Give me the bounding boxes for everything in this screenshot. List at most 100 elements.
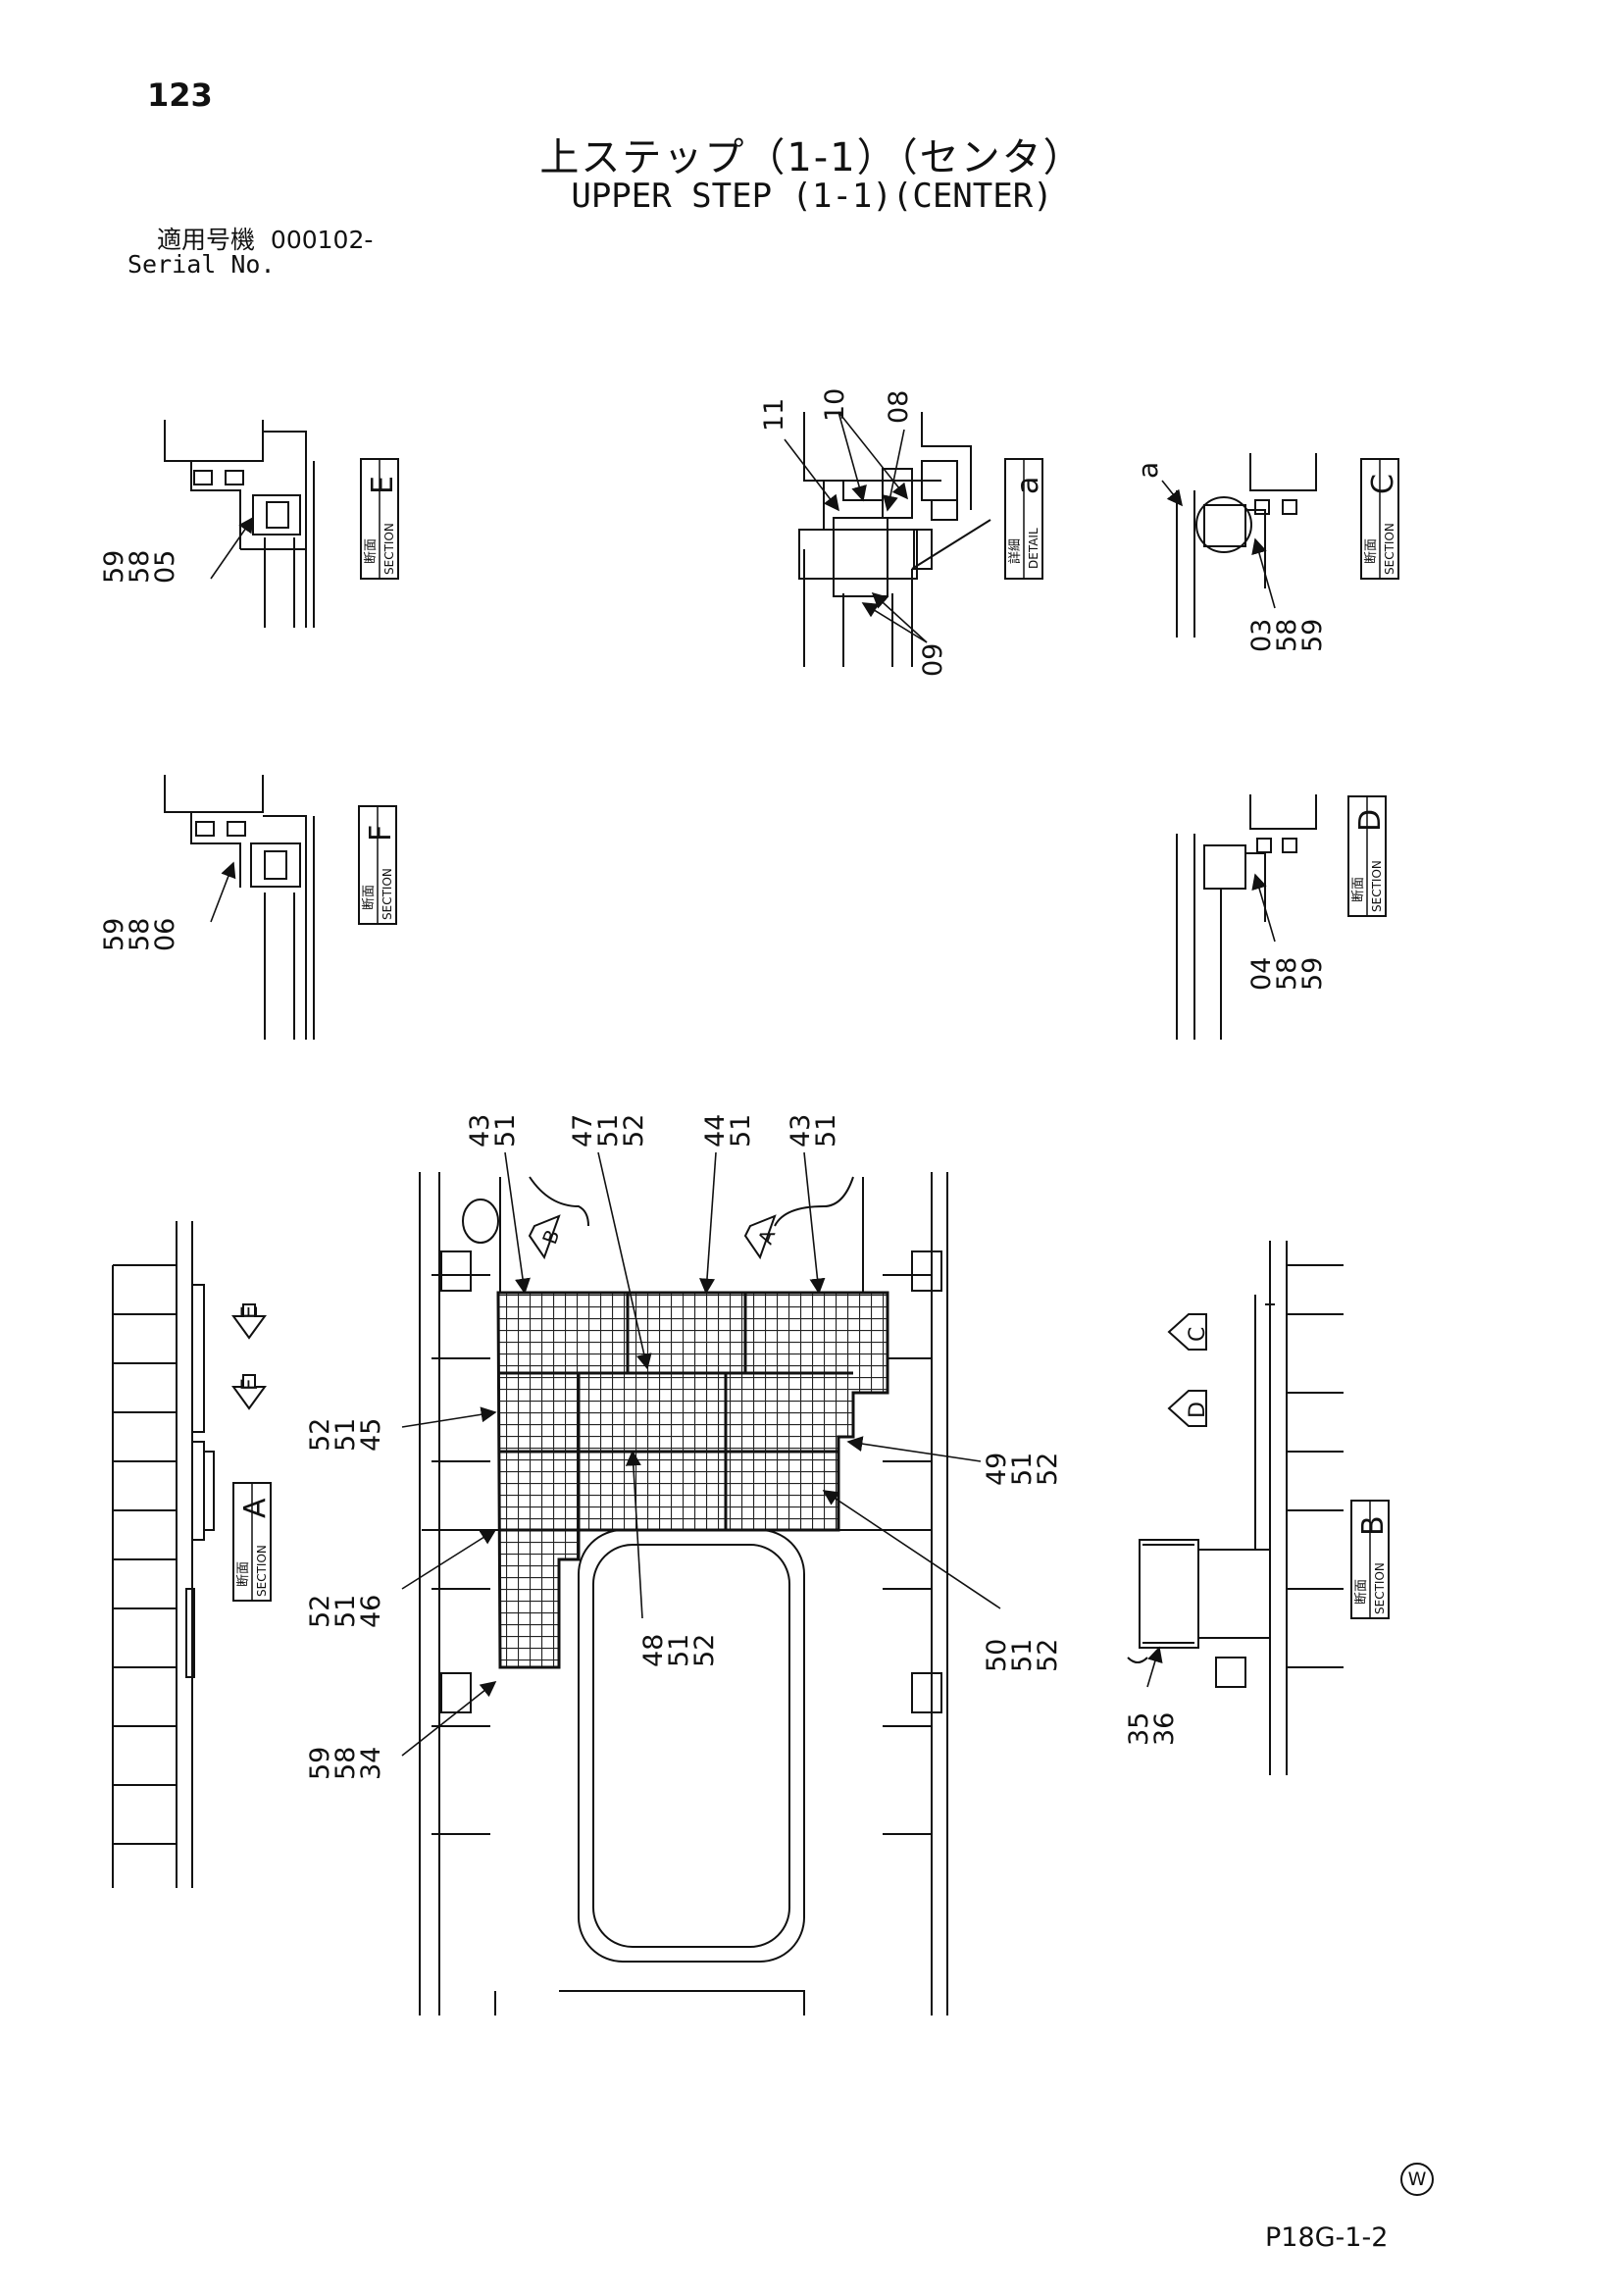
section-f-callout-label: 595806 — [99, 918, 180, 951]
section-c-view — [1176, 453, 1317, 638]
arrow-e-letter: E — [238, 1305, 263, 1319]
detail-a-en: DETAIL — [1027, 528, 1040, 569]
callout-line: 58 — [125, 550, 155, 584]
detail-a-letter: a — [1011, 477, 1045, 494]
detail-a-view — [798, 412, 991, 667]
callout-line: 52 — [305, 1595, 335, 1628]
callout-line: 45 — [356, 1418, 386, 1452]
callout-line: 34 — [356, 1747, 386, 1780]
serial-value: 000102- — [270, 226, 374, 254]
section-f-label-box: 断面 SECTION F — [358, 805, 398, 925]
section-d-jp: 断面 — [1351, 877, 1366, 902]
section-c-callouts — [1161, 480, 1276, 609]
section-e-view — [164, 420, 315, 628]
callout-line: 03 — [1246, 619, 1277, 652]
title-japanese: 上ステップ（1-1）（センタ） — [539, 135, 1085, 180]
callout-line: 43 — [786, 1114, 816, 1148]
callout-line: 04 — [1246, 957, 1277, 991]
detail-a-callout-10: 10 — [820, 388, 850, 422]
callout-line: 48 — [638, 1634, 669, 1667]
section-a-view — [112, 1221, 215, 1888]
detail-a-callout-11: 11 — [759, 398, 789, 432]
section-b-callout — [1146, 1646, 1163, 1688]
section-f-jp: 断面 — [362, 885, 377, 910]
section-c-ref-a: a — [1132, 462, 1164, 479]
callout-line: 51 — [330, 1595, 361, 1628]
detail-a-callout-08: 08 — [884, 390, 914, 424]
callout-line: 46 — [356, 1595, 386, 1628]
callout-line: 47 — [568, 1114, 598, 1148]
section-b-arrows: C D — [1167, 1313, 1210, 1427]
section-a-arrows: E F — [231, 1303, 267, 1410]
callout-line: 52 — [305, 1418, 335, 1452]
step-grating — [496, 1291, 889, 1669]
callout-line: 58 — [1272, 619, 1302, 652]
callout-line: 52 — [689, 1634, 720, 1667]
callout-line: 51 — [490, 1114, 521, 1148]
watermark-symbol: W — [1400, 2163, 1434, 2196]
callout-line: 06 — [150, 918, 180, 951]
section-f-callout — [210, 861, 236, 923]
section-c-callout-label: 035859 — [1246, 619, 1328, 652]
section-d-view — [1176, 794, 1317, 1040]
callout-line: 51 — [593, 1114, 624, 1148]
callout-43-51-right: 4351 — [786, 1114, 841, 1148]
callout-line: 58 — [330, 1747, 361, 1780]
section-d-letter: D — [1353, 809, 1388, 832]
serial-label-en: Serial No. — [127, 250, 276, 279]
callout-line: 51 — [811, 1114, 841, 1148]
section-f-view — [164, 775, 315, 1040]
callout-52-51-45: 525145 — [305, 1418, 386, 1452]
section-c-letter: C — [1366, 474, 1400, 494]
callout-line: 59 — [1297, 957, 1328, 991]
callout-line: 51 — [1007, 1453, 1038, 1486]
callout-line: 51 — [1007, 1639, 1038, 1672]
view-arrows: B A — [528, 1214, 780, 1260]
section-c-jp: 断面 — [1364, 538, 1379, 564]
section-b-label-box: 断面 SECTION B — [1350, 1500, 1391, 1619]
callout-44-51: 4451 — [700, 1114, 756, 1148]
section-e-letter: E — [366, 476, 400, 494]
callout-47-51-52: 475152 — [568, 1114, 649, 1148]
callout-line: 35 — [1124, 1712, 1154, 1746]
callout-line: 36 — [1149, 1712, 1180, 1746]
callout-line: 52 — [1033, 1639, 1063, 1672]
detail-a-callouts — [784, 411, 928, 643]
section-a-en: SECTION — [255, 1545, 269, 1597]
callout-52-51-46: 525146 — [305, 1595, 386, 1628]
section-e-jp: 断面 — [364, 538, 379, 564]
callout-line: 52 — [619, 1114, 649, 1148]
section-d-en: SECTION — [1370, 860, 1384, 912]
callout-line: 51 — [330, 1418, 361, 1452]
callout-line: 50 — [982, 1639, 1012, 1672]
title-english: UPPER STEP (1-1)(CENTER) — [571, 177, 1053, 216]
callout-50-51-52: 505152 — [982, 1639, 1063, 1672]
section-b-callout-label: 3536 — [1124, 1712, 1180, 1746]
callout-line: 43 — [465, 1114, 495, 1148]
section-d-callout — [1251, 873, 1276, 943]
arrow-d-letter: D — [1186, 1402, 1210, 1418]
callout-line: 52 — [1033, 1453, 1063, 1486]
callout-line: 51 — [664, 1634, 694, 1667]
section-a-label-box: 断面 SECTION A — [232, 1482, 273, 1602]
callout-line: 59 — [1297, 619, 1328, 652]
callout-line: 51 — [726, 1114, 756, 1148]
detail-a-label-box: 詳細 DETAIL a — [1004, 458, 1045, 580]
section-e-callout-label: 595805 — [99, 550, 180, 584]
drawing-code: P18G-1-2 — [1265, 2222, 1389, 2253]
main-callout-leaders — [401, 1151, 1001, 1757]
arrow-f-letter: F — [238, 1378, 263, 1391]
section-a-jp: 断面 — [236, 1561, 251, 1587]
section-d-label-box: 断面 SECTION D — [1347, 795, 1388, 917]
callout-line: 59 — [305, 1747, 335, 1780]
section-b-en: SECTION — [1373, 1562, 1387, 1614]
section-f-en: SECTION — [381, 868, 394, 920]
section-e-en: SECTION — [382, 523, 396, 575]
serial-label-jp: 適用号機 000102- — [157, 221, 373, 256]
section-a-letter: A — [238, 1498, 273, 1518]
callout-line: 44 — [700, 1114, 731, 1148]
arrow-c-letter: C — [1186, 1327, 1210, 1342]
detail-a-jp: 詳細 — [1007, 538, 1023, 564]
serial-label-jp-text: 適用号機 — [157, 226, 256, 254]
